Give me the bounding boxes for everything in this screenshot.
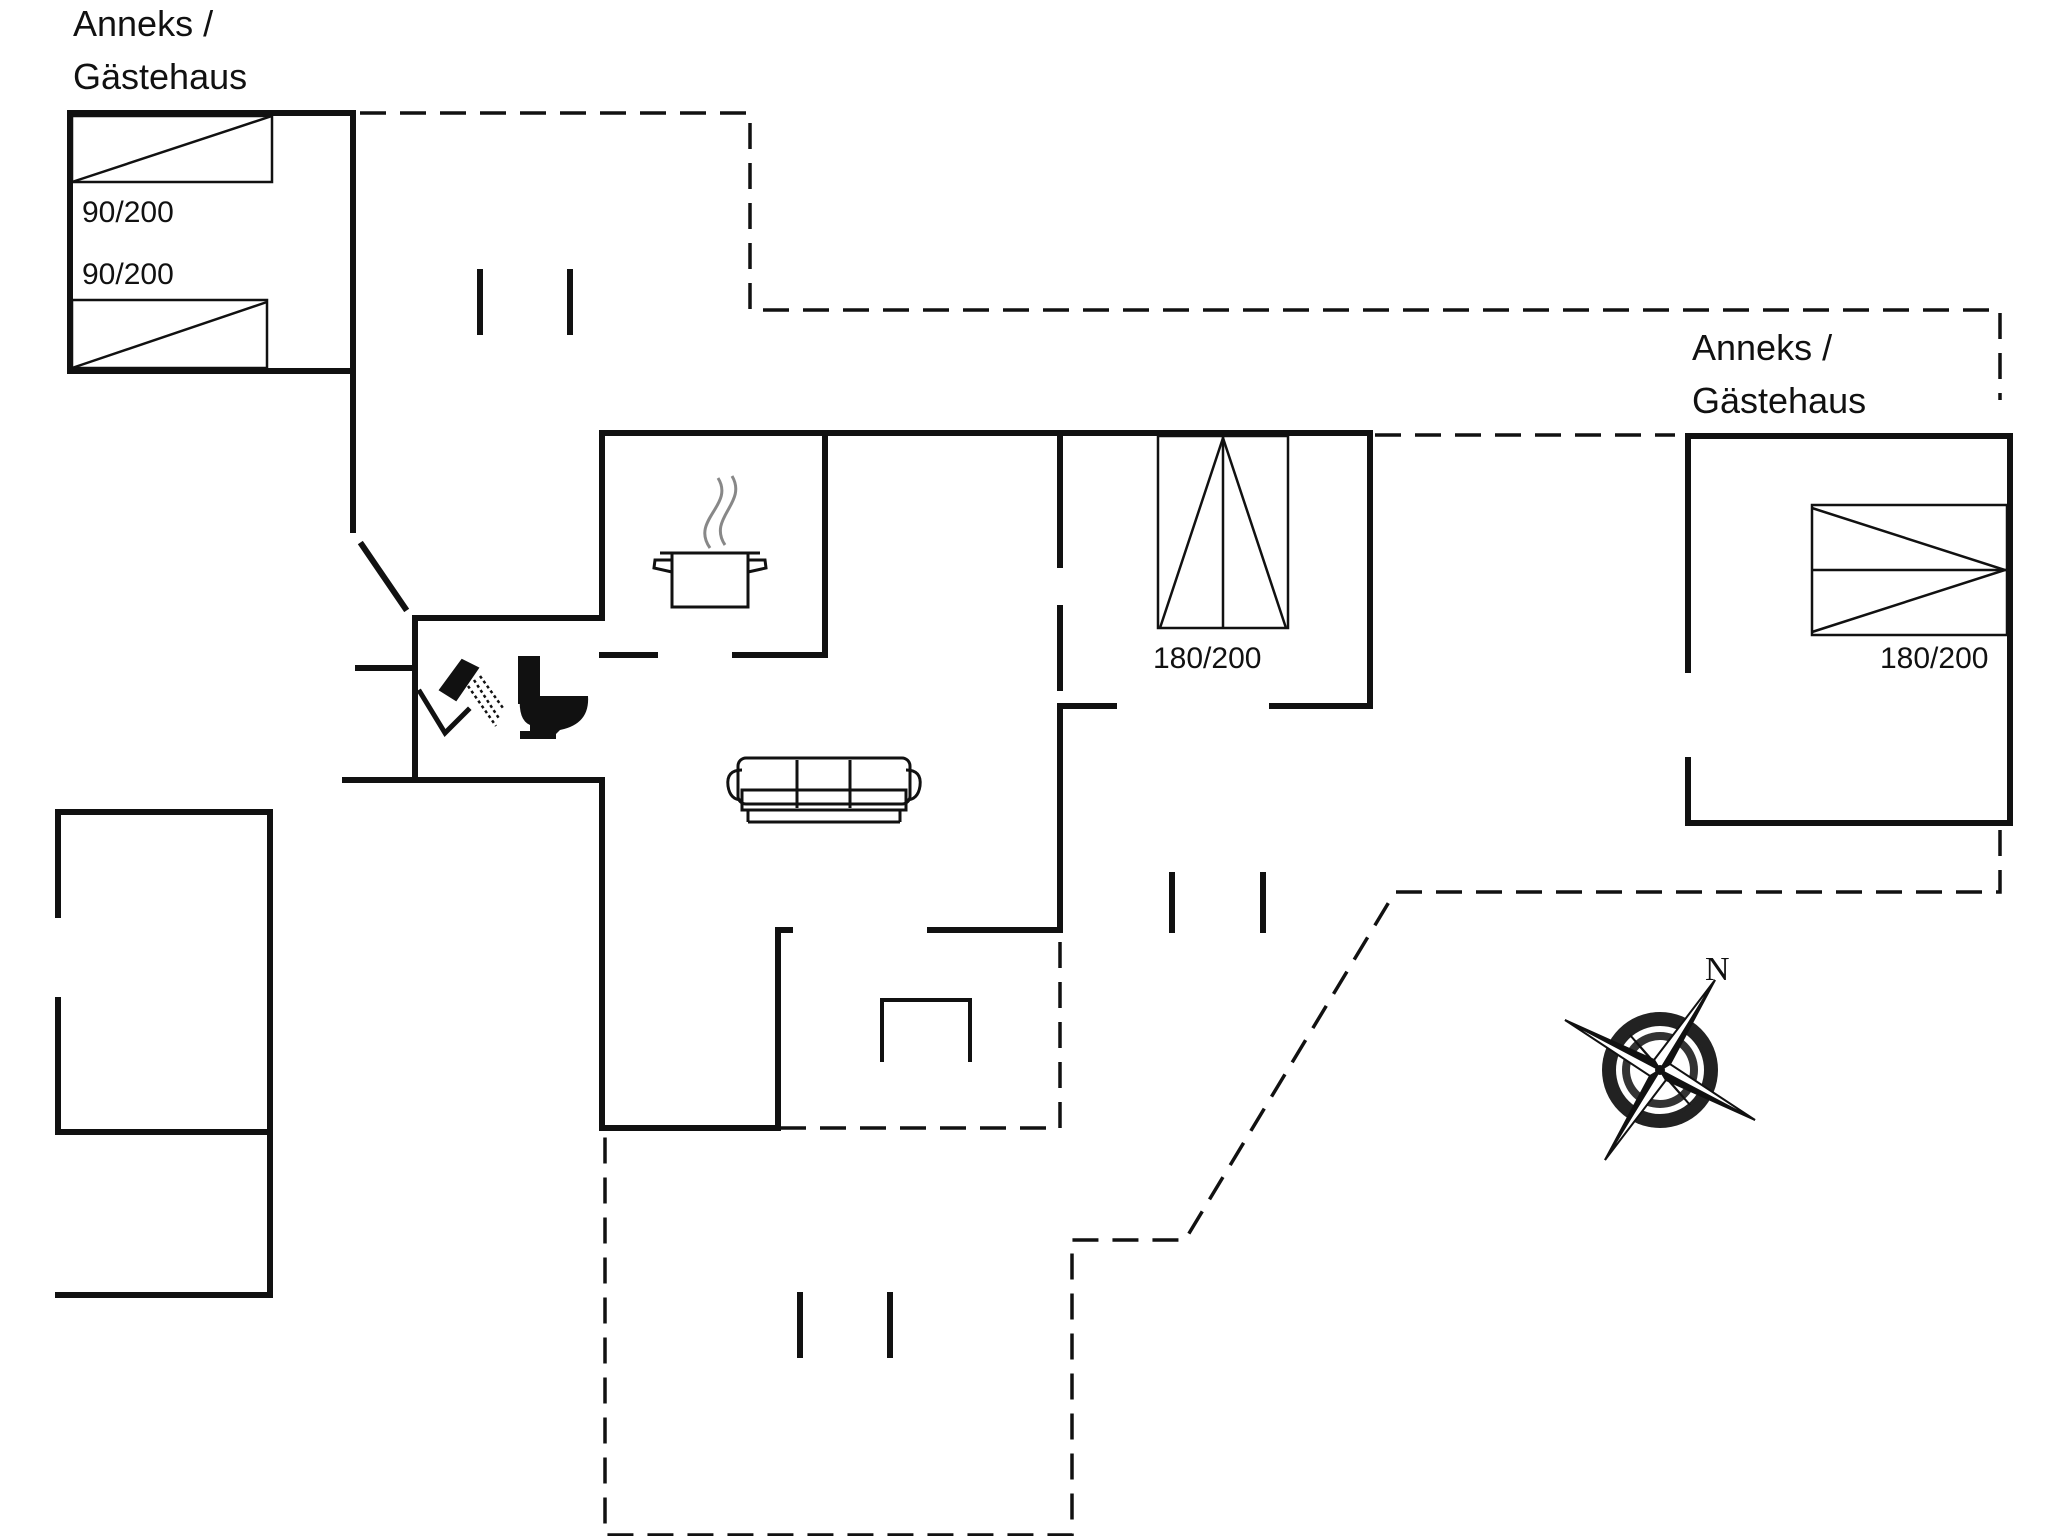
terrace-posts-top: [477, 269, 573, 335]
bed-size-label-double-annex: 180/200: [1880, 642, 1988, 675]
bed-size-label-single-top: 90/200: [82, 196, 174, 229]
annex-left-label-line2: Gästehaus: [73, 56, 247, 97]
table-icon: [880, 998, 972, 1062]
outbuilding-left: [55, 809, 273, 1298]
terrace-posts-bottom: [797, 1292, 893, 1358]
right-annex: [1685, 433, 2013, 826]
main-house-walls: [599, 430, 1373, 1131]
annex-right-label-line2: Gästehaus: [1692, 380, 1866, 421]
kitchen-pot-icon: [652, 475, 768, 609]
compass-north-label: N: [1705, 951, 1730, 988]
toilet-icon: [518, 656, 589, 739]
bed-size-label-double-main: 180/200: [1153, 642, 1261, 675]
bathroom: [342, 615, 603, 783]
annex-left-label-line1: Anneks /: [73, 3, 213, 44]
sofa-icon: [726, 756, 922, 824]
double-bed-annex-icon: [1810, 503, 2010, 637]
compass-rose-icon: [1564, 979, 1756, 1161]
double-bed-main-icon: [1156, 434, 1290, 630]
annex-right-label-line1: Anneks /: [1692, 327, 1832, 368]
terrace-posts-middle: [1169, 872, 1266, 933]
left-annex: [67, 110, 356, 374]
single-bed-bottom-icon: [70, 298, 269, 370]
connector-walls: [350, 368, 410, 613]
shower-icon: [416, 658, 505, 738]
single-bed-top-icon: [70, 114, 274, 184]
bed-size-label-single-bottom: 90/200: [82, 258, 174, 291]
terrace-outlines: [360, 111, 2002, 1536]
